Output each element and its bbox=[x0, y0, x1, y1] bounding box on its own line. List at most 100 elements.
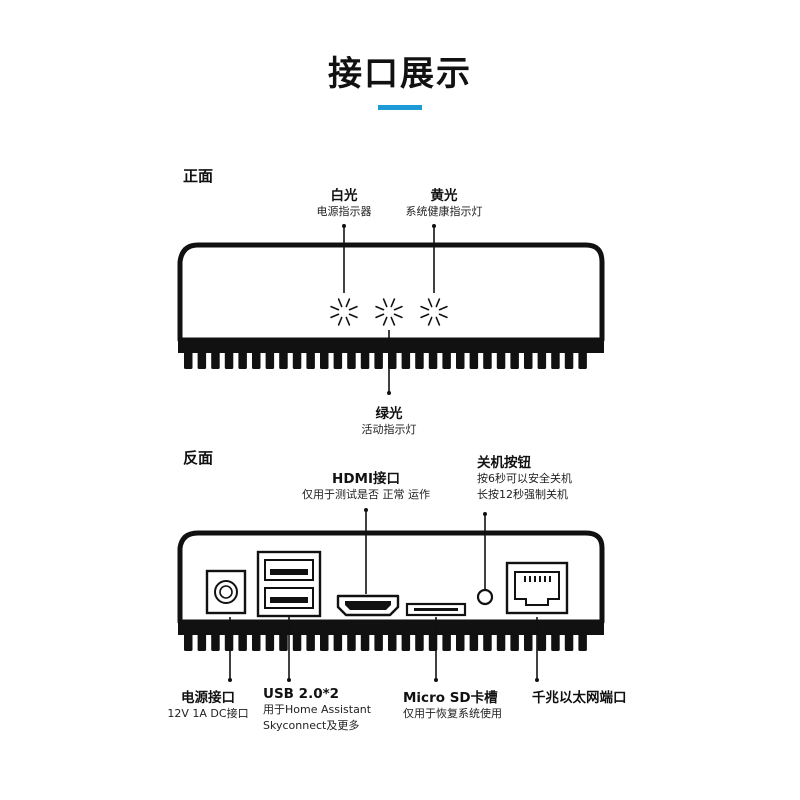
green-light-title: 绿光 bbox=[375, 406, 403, 422]
heatsink-fin bbox=[184, 350, 193, 369]
heatsink-fin bbox=[306, 632, 315, 651]
heatsink-fin bbox=[211, 632, 220, 651]
heatsink-fin bbox=[496, 350, 506, 369]
heatsink-fin bbox=[578, 350, 587, 369]
led-sparkle-icon-white bbox=[330, 298, 358, 326]
heatsink-fin bbox=[347, 350, 356, 369]
ethernet-port-icon bbox=[505, 561, 569, 615]
heatsink-fin bbox=[252, 632, 261, 651]
power-button-desc-2: 长按12秒强制关机 bbox=[477, 488, 568, 501]
heatsink-fin bbox=[469, 350, 479, 369]
callout-dot-hdmi bbox=[364, 508, 368, 512]
heatsink-fin bbox=[211, 350, 220, 369]
white-light-title: 白光 bbox=[330, 188, 358, 204]
heatsink-fin bbox=[551, 632, 560, 651]
heatsink-fin bbox=[184, 632, 193, 651]
front-heatsink-fins bbox=[184, 350, 587, 369]
heatsink-fin bbox=[456, 632, 465, 651]
hdmi-label: HDMI接口 仅用于测试是否 正常 运作 bbox=[286, 467, 446, 503]
back-device bbox=[177, 508, 605, 682]
microsd-slot-icon bbox=[405, 602, 467, 617]
heatsink-fin bbox=[265, 632, 275, 651]
heatsink-fin bbox=[347, 632, 356, 651]
heatsink-fin bbox=[333, 350, 343, 369]
heatsink-fin bbox=[360, 350, 370, 369]
heatsink-fin bbox=[578, 632, 587, 651]
heatsink-fin bbox=[442, 350, 451, 369]
heatsink-fin bbox=[292, 350, 302, 369]
heatsink-fin bbox=[374, 632, 383, 651]
heatsink-fin bbox=[388, 350, 397, 369]
power-port-label: 电源接口 12V 1A DC接口 bbox=[150, 686, 266, 722]
heatsink-fin bbox=[428, 632, 438, 651]
green-light-desc: 活动指示灯 bbox=[361, 423, 417, 436]
heatsink-fin bbox=[306, 350, 315, 369]
page-title: 接口展示 bbox=[328, 54, 472, 94]
heatsink-fin bbox=[252, 350, 261, 369]
microsd-desc: 仅用于恢复系统使用 bbox=[403, 707, 502, 720]
heatsink-fin bbox=[197, 632, 207, 651]
heatsink-fin bbox=[415, 350, 424, 369]
heatsink-fin bbox=[279, 350, 288, 369]
led-sparkle-icon-green bbox=[375, 298, 403, 326]
microsd-label: Micro SD卡槽 仅用于恢复系统使用 bbox=[403, 686, 502, 722]
heatsink-fin bbox=[564, 632, 574, 651]
heatsink-fin bbox=[388, 632, 397, 651]
usb-port-icon bbox=[256, 550, 322, 618]
heatsink-fin bbox=[415, 632, 424, 651]
callout-dot-power-port bbox=[228, 678, 232, 682]
heatsink-fin bbox=[524, 632, 533, 651]
white-light-label: 白光 电源指示器 bbox=[284, 184, 404, 220]
heatsink-fin bbox=[320, 632, 329, 651]
heatsink-fin bbox=[292, 632, 302, 651]
heatsink-fin bbox=[469, 632, 479, 651]
heatsink-fin bbox=[224, 350, 234, 369]
callout-dot-power-button bbox=[483, 512, 487, 516]
heatsink-fin bbox=[401, 350, 411, 369]
heatsink-fin bbox=[442, 632, 451, 651]
heatsink-fin bbox=[238, 632, 247, 651]
heatsink-fin bbox=[524, 350, 533, 369]
callout-dot-yellow bbox=[432, 224, 436, 228]
heatsink-fin bbox=[537, 350, 547, 369]
usb-desc-2: Skyconnect及更多 bbox=[263, 719, 360, 732]
hdmi-port-icon bbox=[336, 594, 400, 617]
back-heatsink-base bbox=[178, 620, 604, 635]
heatsink-fin bbox=[510, 350, 519, 369]
hdmi-title: HDMI接口 bbox=[332, 471, 400, 487]
white-light-desc: 电源指示器 bbox=[316, 205, 372, 218]
power-button-icon bbox=[476, 588, 494, 606]
heatsink-fin bbox=[428, 350, 438, 369]
heatsink-fin bbox=[564, 350, 574, 369]
heatsink-fin bbox=[333, 632, 343, 651]
heatsink-fin bbox=[360, 632, 370, 651]
usb-label: USB 2.0*2 用于Home Assistant Skyconnect及更多 bbox=[263, 686, 371, 734]
usb-title: USB 2.0*2 bbox=[263, 686, 340, 702]
heatsink-fin bbox=[401, 632, 411, 651]
heatsink-fin bbox=[265, 350, 275, 369]
heatsink-fin bbox=[510, 632, 519, 651]
dc-jack-icon bbox=[205, 569, 247, 615]
heatsink-fin bbox=[374, 350, 383, 369]
callout-dot-white bbox=[342, 224, 346, 228]
front-panel-outline bbox=[177, 242, 605, 343]
heatsink-fin bbox=[496, 632, 506, 651]
callout-dot-ethernet bbox=[535, 678, 539, 682]
microsd-title: Micro SD卡槽 bbox=[403, 690, 498, 706]
title-accent-bar bbox=[378, 105, 422, 110]
usb-desc-1: 用于Home Assistant bbox=[263, 703, 372, 716]
callout-dot-green bbox=[387, 391, 391, 395]
power-button-label: 关机按钮 按6秒可以安全关机 长按12秒强制关机 bbox=[477, 451, 572, 503]
ethernet-label: 千兆以太网端口 bbox=[532, 686, 627, 706]
ethernet-title: 千兆以太网端口 bbox=[532, 690, 627, 706]
yellow-light-title: 黄光 bbox=[430, 188, 458, 204]
power-button-title: 关机按钮 bbox=[477, 455, 531, 471]
hdmi-desc: 仅用于测试是否 正常 运作 bbox=[302, 488, 430, 501]
led-sparkle-icon-yellow bbox=[420, 298, 448, 326]
front-section-label: 正面 bbox=[183, 167, 214, 185]
callout-dot-microsd bbox=[434, 678, 438, 682]
yellow-light-desc: 系统健康指示灯 bbox=[405, 205, 483, 218]
power-port-title: 电源接口 bbox=[181, 690, 235, 706]
front-device bbox=[177, 224, 605, 395]
